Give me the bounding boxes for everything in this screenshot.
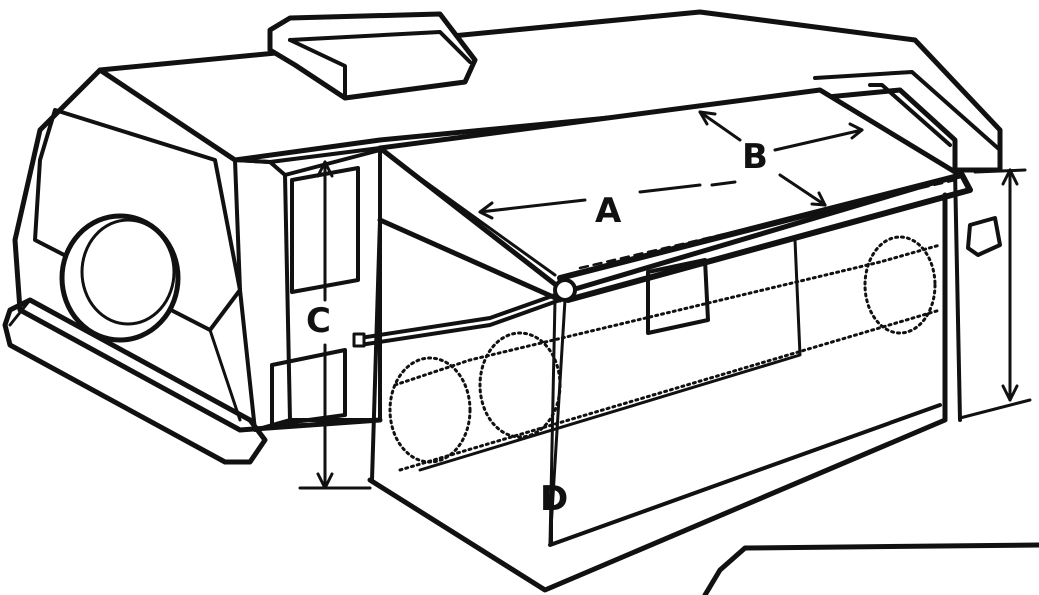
awning xyxy=(352,87,973,547)
inset-frame xyxy=(702,542,1039,595)
dimension-lines xyxy=(298,110,1032,546)
label-d: D xyxy=(540,479,568,519)
spare-tire xyxy=(59,213,181,343)
roof-vent xyxy=(267,11,478,101)
label-a: A xyxy=(595,191,622,231)
awning-room xyxy=(367,192,948,593)
label-b: B xyxy=(742,137,768,177)
label-c: C xyxy=(306,301,331,341)
hidden-wheels xyxy=(388,235,942,472)
